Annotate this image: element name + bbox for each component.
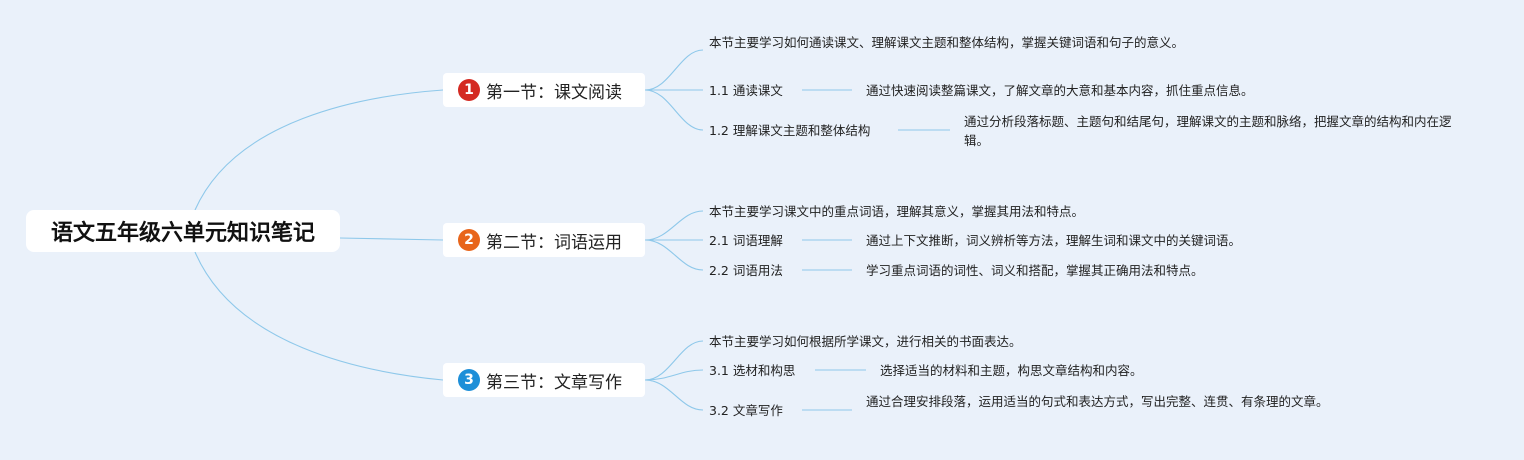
section-1-item-1-label[interactable]: 1.1 通读课文 bbox=[709, 83, 783, 98]
section-3-summary[interactable]: 本节主要学习如何根据所学课文，进行相关的书面表达。 bbox=[709, 334, 1022, 349]
section-3-node[interactable]: 3 第三节：文章写作 bbox=[443, 363, 645, 397]
section-1-title: 第一节：课文阅读 bbox=[486, 82, 622, 103]
section-2-item-1-detail[interactable]: 通过上下文推断，词义辨析等方法，理解生词和课文中的关键词语。 bbox=[866, 233, 1242, 248]
root-title: 语文五年级六单元知识笔记 bbox=[50, 221, 315, 246]
section-1-badge: 1 bbox=[458, 79, 480, 101]
section-2-title: 第二节：词语运用 bbox=[486, 232, 622, 253]
section-1-summary[interactable]: 本节主要学习如何通读课文、理解课文主题和整体结构，掌握关键词语和句子的意义。 bbox=[709, 35, 1185, 50]
section-2-item-2-label[interactable]: 2.2 词语用法 bbox=[709, 263, 783, 278]
section-3-item-1-label[interactable]: 3.1 选材和构思 bbox=[709, 363, 796, 378]
root-node[interactable]: 语文五年级六单元知识笔记 bbox=[26, 210, 340, 252]
section-3-badge: 3 bbox=[458, 369, 480, 391]
connector-root-s3 bbox=[194, 251, 444, 381]
connector-root-s2 bbox=[339, 237, 444, 241]
section-1-node[interactable]: 1 第一节：课文阅读 bbox=[443, 73, 645, 107]
section-2-badge: 2 bbox=[458, 229, 480, 251]
section-1-item-2-detail[interactable]: 通过分析段落标题、主题句和结尾句，理解课文的主题和脉络，把握文章的结构和内在逻辑… bbox=[964, 114, 1452, 148]
section-2-item-1-label[interactable]: 2.1 词语理解 bbox=[709, 233, 783, 248]
section-2-summary[interactable]: 本节主要学习课文中的重点词语，理解其意义，掌握其用法和特点。 bbox=[709, 204, 1085, 219]
section-1-item-1-detail[interactable]: 通过快速阅读整篇课文，了解文章的大意和基本内容，抓住重点信息。 bbox=[866, 83, 1254, 98]
section-3-item-1-detail[interactable]: 选择适当的材料和主题，构思文章结构和内容。 bbox=[880, 363, 1143, 378]
section-3-title: 第三节：文章写作 bbox=[486, 372, 622, 393]
section-3-item-2-detail[interactable]: 通过合理安排段落，运用适当的句式和表达方式，写出完整、连贯、有条理的文章。 bbox=[866, 394, 1329, 409]
connector-root-s1 bbox=[194, 89, 444, 211]
section-1-item-2-label[interactable]: 1.2 理解课文主题和整体结构 bbox=[709, 123, 871, 138]
section-2-node[interactable]: 2 第二节：词语运用 bbox=[443, 223, 645, 257]
section-2-item-2-detail[interactable]: 学习重点词语的词性、词义和搭配，掌握其正确用法和特点。 bbox=[866, 263, 1204, 278]
section-3-item-2-label[interactable]: 3.2 文章写作 bbox=[709, 403, 783, 418]
